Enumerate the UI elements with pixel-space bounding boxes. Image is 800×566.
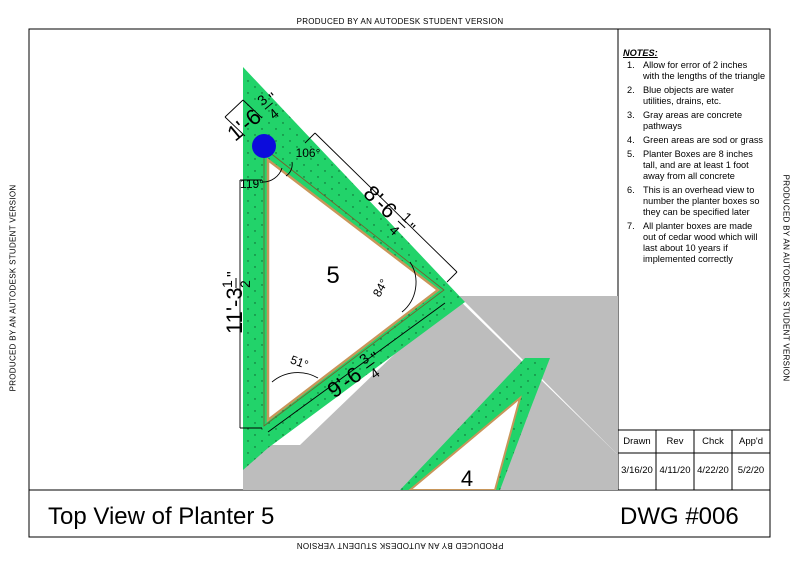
angle-label-top: 106°: [296, 146, 321, 160]
header-appd: App'd: [738, 436, 763, 447]
header-chck: Chck: [702, 436, 724, 447]
angle-arcs: [261, 161, 417, 383]
concrete-pathway-upper: [455, 296, 618, 455]
planter-box-4: [408, 395, 522, 490]
planter-box-5-outline: [263, 147, 445, 427]
date-drawn: 3/16/20: [621, 465, 653, 476]
note-item: 2.Blue objects are water utilities, drai…: [627, 85, 734, 106]
note-item: 5.Planter Boxes are 8 inches tall, and a…: [627, 149, 753, 181]
dimension-left-edge: 11'-3 1 2 ": [219, 271, 253, 334]
notes-heading: NOTES:: [623, 48, 658, 58]
notes-panel: NOTES: 1.Allow for error of 2 inches wit…: [623, 48, 766, 268]
drawing-title: Top View of Planter 5: [48, 503, 275, 530]
note-item: 7.All planter boxes are made out of ceda…: [627, 221, 758, 264]
planter-box-5: [266, 157, 441, 423]
dimension-lines: [224, 99, 458, 433]
svg-text:": ": [225, 271, 242, 277]
notes-list: 1.Allow for error of 2 inches with the l…: [623, 60, 766, 265]
angle-label-bottom: 51°: [288, 353, 310, 372]
concrete-pathway-lower: [243, 296, 618, 490]
header-rev: Rev: [666, 436, 684, 447]
planter-4-label: 4: [461, 466, 473, 491]
drawing-number: DWG #006: [620, 503, 739, 530]
sheet-border: [28, 28, 771, 538]
watermark-top: PRODUCED BY AN AUTODESK STUDENT VERSION: [296, 17, 504, 26]
note-item: 1.Allow for error of 2 inches with the l…: [627, 60, 766, 81]
header-drawn: Drawn: [623, 436, 651, 447]
svg-text:2: 2: [237, 280, 253, 288]
svg-text:1: 1: [219, 280, 235, 288]
revision-table: [618, 429, 770, 490]
planter-5-label: 5: [326, 262, 339, 289]
svg-text:11'-3: 11'-3: [222, 287, 247, 334]
date-appd: 5/2/20: [737, 465, 765, 476]
note-item: 4.Green areas are sod or grass: [627, 135, 764, 145]
grass-area-lower: [400, 358, 550, 490]
angle-label-left: 119°: [240, 177, 264, 191]
date-rev: 4/11/20: [659, 465, 691, 476]
note-item: 3.Gray areas are concrete pathways: [627, 110, 743, 131]
water-drain: [252, 134, 276, 158]
note-item: 6.This is an overhead view to number the…: [627, 185, 760, 217]
date-chck: 4/22/20: [697, 465, 729, 476]
